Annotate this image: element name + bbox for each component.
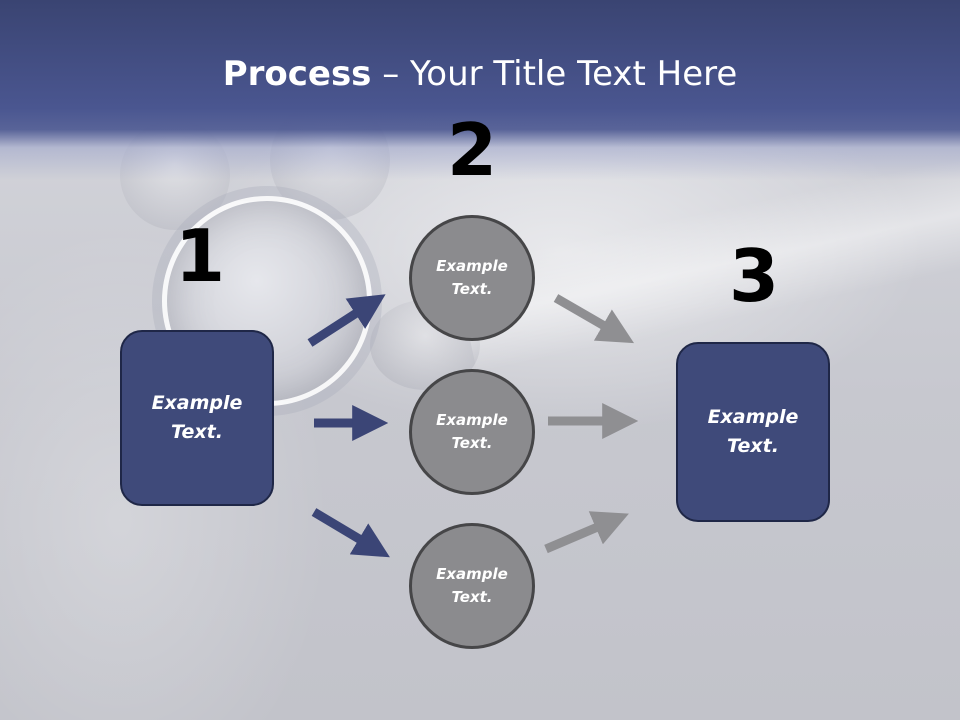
step-number-3: 3 [728,234,780,318]
step-2-text-top: Example Text. [436,257,508,298]
slide-title[interactable]: Process – Your Title Text Here [0,52,960,96]
step-1-box[interactable]: Example Text. [120,330,274,506]
title-bold: Process [222,54,372,94]
arrow-1-to-bottom [311,508,390,558]
step-2-circle-middle[interactable]: Example Text. [409,369,535,495]
step-2-circle-top[interactable]: Example Text. [409,215,535,341]
title-rest: – Your Title Text Here [371,54,738,94]
title-band [0,0,960,180]
arrow-top-to-3 [553,294,635,344]
step-2-circle-bottom[interactable]: Example Text. [409,523,535,649]
step-2-text-middle: Example Text. [436,411,508,452]
step-number-2: 2 [446,108,498,192]
arrow-1-to-top [307,294,386,347]
step-2-text-bottom: Example Text. [436,565,508,606]
step-3-box[interactable]: Example Text. [676,342,830,522]
step-number-1: 1 [174,214,226,298]
arrow-bottom-to-3 [544,511,629,554]
step-1-text: Example Text. [151,392,243,443]
step-3-text: Example Text. [707,406,799,457]
